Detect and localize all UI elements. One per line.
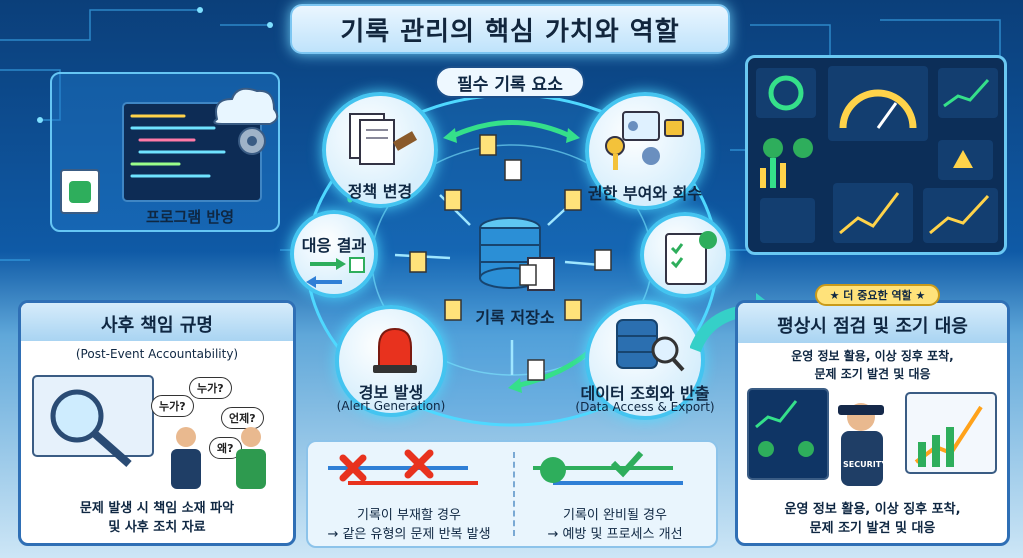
page-title: 기록 관리의 핵심 가치와 역할 [340,16,680,47]
who-bubble-1: 누가? [151,395,194,417]
data-label: 데이터 조회와 반출 [580,384,710,403]
access-label: 권한 부여와 회수 [587,184,703,203]
accountability-subtitle: (Post-Event Accountability) [75,347,239,361]
key-lock-icon [605,111,684,170]
access-node: 권한 부여와 회수 [585,92,705,210]
divider [513,452,515,536]
title-banner: 기록 관리의 핵심 가치와 역할 [290,4,730,54]
alarm-siren-icon [373,327,417,373]
checklist-node [640,212,730,298]
hub-label: 기록 저장소 [475,308,555,327]
security-monitoring-icon [747,388,997,486]
bad-line-2: → 같은 유형의 문제 반복 발생 [327,527,491,542]
accountability-panel: 사후 책임 규명 (Post-Event Accountability) 누가?… [18,300,296,546]
prevention-title: 평상시 점검 및 조기 대응 [777,316,968,337]
importance-badge: ★ 더 중요한 역할 ★ [815,284,940,306]
document-gavel-icon [349,113,418,165]
comparison-panel: 기록이 부재할 경우 → 같은 유형의 문제 반복 발생 기록이 완비될 경우 … [306,440,718,548]
response-label: 대응 결과 [301,236,367,255]
accountability-header [21,303,293,341]
dashboard-panel [745,55,1007,255]
section-label-text: 필수 기록 요소 [457,74,563,95]
good-line-1: 기록이 완비될 경우 [563,508,667,523]
arrows-check-icon [306,257,365,288]
when-bubble: 언제? [221,407,264,429]
security-label: SECURITY [843,460,887,469]
failure-cycle-icon [328,449,478,485]
accountability-desc-1: 문제 발생 시 책임 소재 파악 [79,501,235,516]
prevention-desc-bottom-2: 문제 조기 발견 및 대응 [809,521,936,536]
why-bubble: 왜? [209,437,242,459]
magnifier-screen-icon [32,375,154,467]
program-label: 프로그램 반영 [145,208,235,226]
good-line-2: → 예방 및 프로세스 개선 [547,527,683,542]
response-node: 대응 결과 [290,210,378,298]
accountability-title: 사후 책임 규명 [101,315,213,336]
success-cycle-icon [533,450,683,485]
program-panel: 프로그램 반영 [50,72,280,232]
prevention-panel: 평상시 점검 및 조기 대응 운영 정보 활용, 이상 징후 포착, 문제 조기… [735,300,1010,546]
database-search-icon [616,319,685,372]
code-lines-icon [130,114,226,178]
data-sub: (Data Access & Export) [575,400,715,414]
clipboard-check-icon [665,231,717,285]
prevention-desc-bottom-1: 운영 정보 활용, 이상 징후 포착, [784,502,961,517]
alert-node: 경보 발생 (Alert Generation) [335,305,447,417]
puzzle-icon [60,169,100,214]
cloud-gear-icon [213,87,279,155]
data-node: 데이터 조회와 반출 (Data Access & Export) [575,300,715,420]
section-label: 필수 기록 요소 [435,66,585,98]
accountability-desc-2: 및 사후 조치 자료 [108,520,206,535]
bad-line-1: 기록이 부재할 경우 [357,508,461,523]
alert-sub: (Alert Generation) [336,399,446,413]
dashboard-charts [756,66,998,243]
who-bubble-2: 누가? [189,377,232,399]
importance-badge-text: ★ 더 중요한 역할 ★ [829,289,926,302]
prevention-desc-top-1: 운영 정보 활용, 이상 징후 포착, [791,349,954,363]
alert-label: 경보 발생 [358,383,424,402]
prevention-header [738,303,1007,343]
prevention-desc-top-2: 문제 조기 발견 및 대응 [814,367,931,381]
people-icon [171,427,266,489]
policy-label: 정책 변경 [347,182,413,201]
policy-node: 정책 변경 [322,92,438,208]
